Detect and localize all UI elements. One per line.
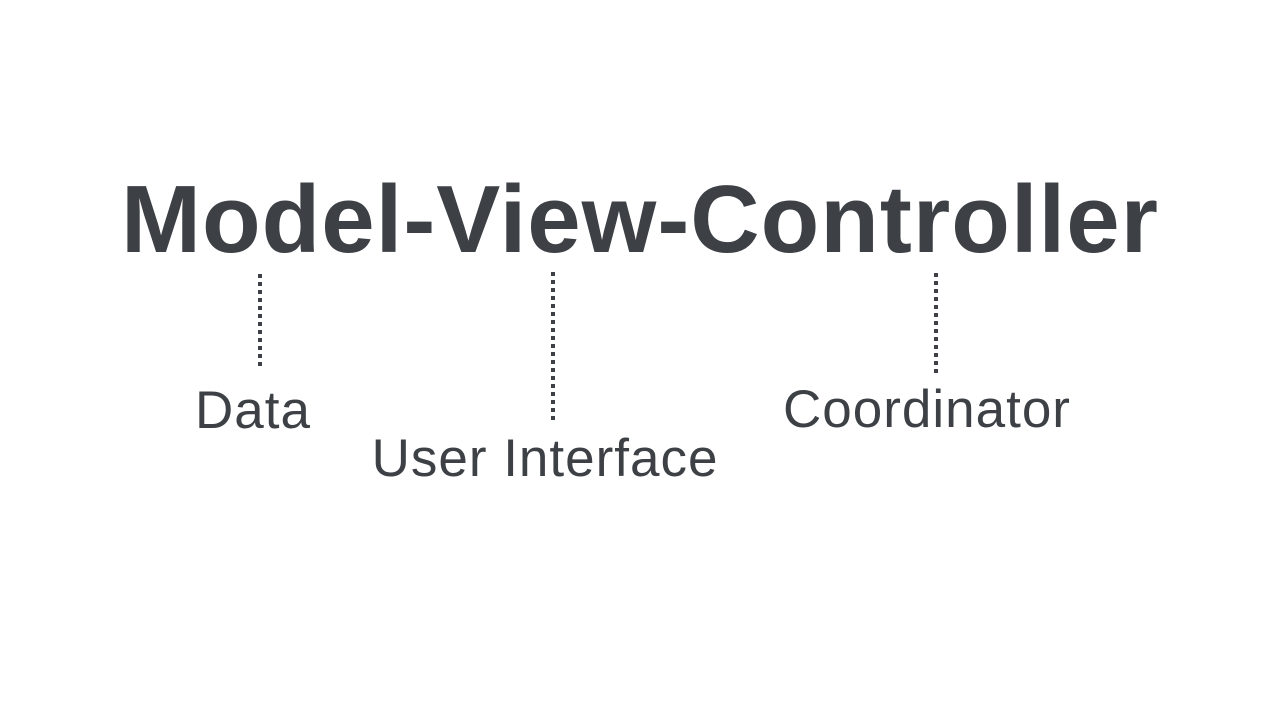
model-annotation-label: Data <box>195 381 311 440</box>
controller-dotted-connector-line <box>934 273 938 373</box>
diagram-title: Model-View-Controller <box>121 166 1159 273</box>
view-annotation-label: User Interface <box>371 429 719 488</box>
model-dotted-connector-line <box>258 274 262 368</box>
view-dotted-connector-line <box>551 272 555 420</box>
controller-annotation-label: Coordinator <box>783 380 1071 439</box>
